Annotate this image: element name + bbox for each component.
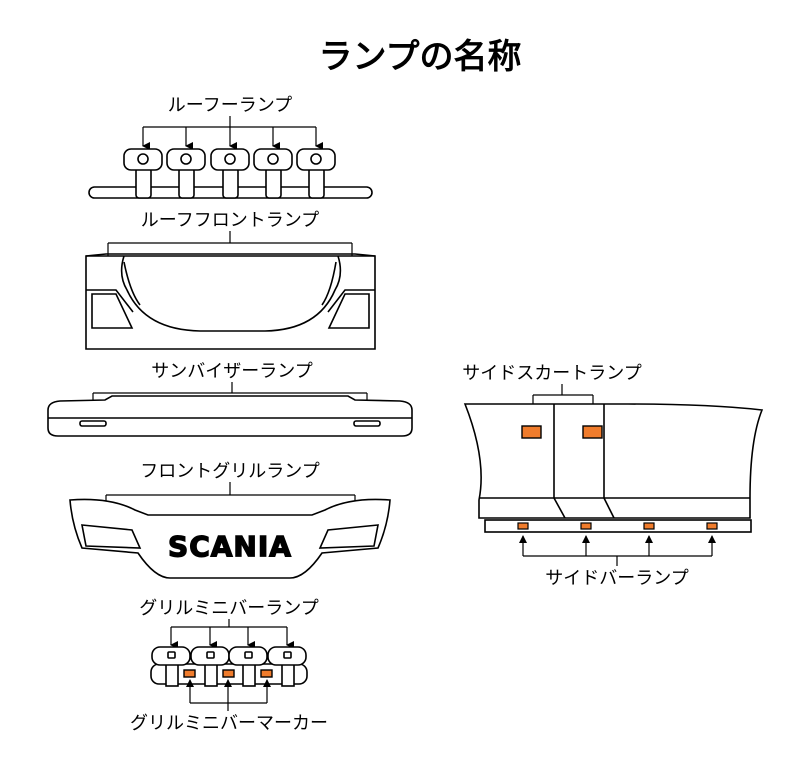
mini-marker-3 bbox=[260, 669, 273, 678]
roof-lamp-group: ルーフーランプ bbox=[88, 95, 373, 199]
mini-marker-2 bbox=[222, 669, 235, 678]
grill-mini-bar-marker-leader bbox=[186, 679, 271, 711]
front-grill-lamp-group: フロントグリルランプ SCANIA bbox=[69, 461, 391, 579]
grill-mini-bar-group: グリルミニバーランプ bbox=[130, 598, 328, 734]
roof-lamp-2 bbox=[166, 148, 206, 199]
side-skirt-lamp-label: サイドスカートランプ bbox=[462, 363, 641, 384]
page-title: ランプの名称 bbox=[319, 37, 522, 77]
front-grill bbox=[69, 498, 391, 579]
roof-lamp-4 bbox=[253, 148, 293, 199]
roof-lamp-1 bbox=[123, 148, 163, 199]
front-grill-lamp-label: フロントグリルランプ bbox=[140, 461, 319, 482]
roof-lamp-3 bbox=[210, 148, 250, 199]
grill-mini-bar-lamp-label: グリルミニバーランプ bbox=[139, 598, 318, 619]
roof-front-lamp-label: ルーフフロントランプ bbox=[141, 210, 319, 231]
side-bar-lamps bbox=[517, 522, 718, 530]
grill-mini-bar-marker-label: グリルミニバーマーカー bbox=[130, 713, 328, 734]
grill-mini-bar-markers bbox=[183, 669, 273, 678]
side-bar-lamp-4 bbox=[706, 522, 718, 530]
side-skirt-lamp-1 bbox=[521, 425, 542, 439]
mini-marker-1 bbox=[183, 669, 196, 678]
side-skirt bbox=[463, 403, 764, 533]
cab-front-panel bbox=[85, 253, 376, 350]
roof-lamp-5 bbox=[296, 148, 336, 199]
side-bar-lamp-3 bbox=[643, 522, 655, 530]
side-skirt-lamp-2 bbox=[582, 425, 603, 439]
side-bar-lamp-label: サイドバーランプ bbox=[545, 568, 688, 589]
roof-front-lamp-group: ルーフフロントランプ bbox=[85, 210, 376, 350]
side-skirt-lamps bbox=[521, 425, 603, 439]
side-skirt-group: サイドスカートランプ bbox=[462, 363, 764, 589]
scania-logo: SCANIA bbox=[168, 530, 292, 563]
sun-visor-lamp-group: サンバイザーランプ bbox=[47, 361, 413, 437]
sun-visor bbox=[47, 395, 413, 437]
side-bar-lamp-leader bbox=[519, 535, 716, 566]
side-bar-lamp-2 bbox=[580, 522, 592, 530]
grill-mini-bar-lamp-leader bbox=[170, 619, 294, 649]
roof-lamp-label: ルーフーランプ bbox=[168, 95, 292, 116]
sun-visor-lamp-label: サンバイザーランプ bbox=[151, 361, 312, 382]
roof-lamp-leader bbox=[142, 116, 323, 150]
grill-mini-bar bbox=[150, 646, 308, 687]
side-bar-lamp-1 bbox=[517, 522, 529, 530]
